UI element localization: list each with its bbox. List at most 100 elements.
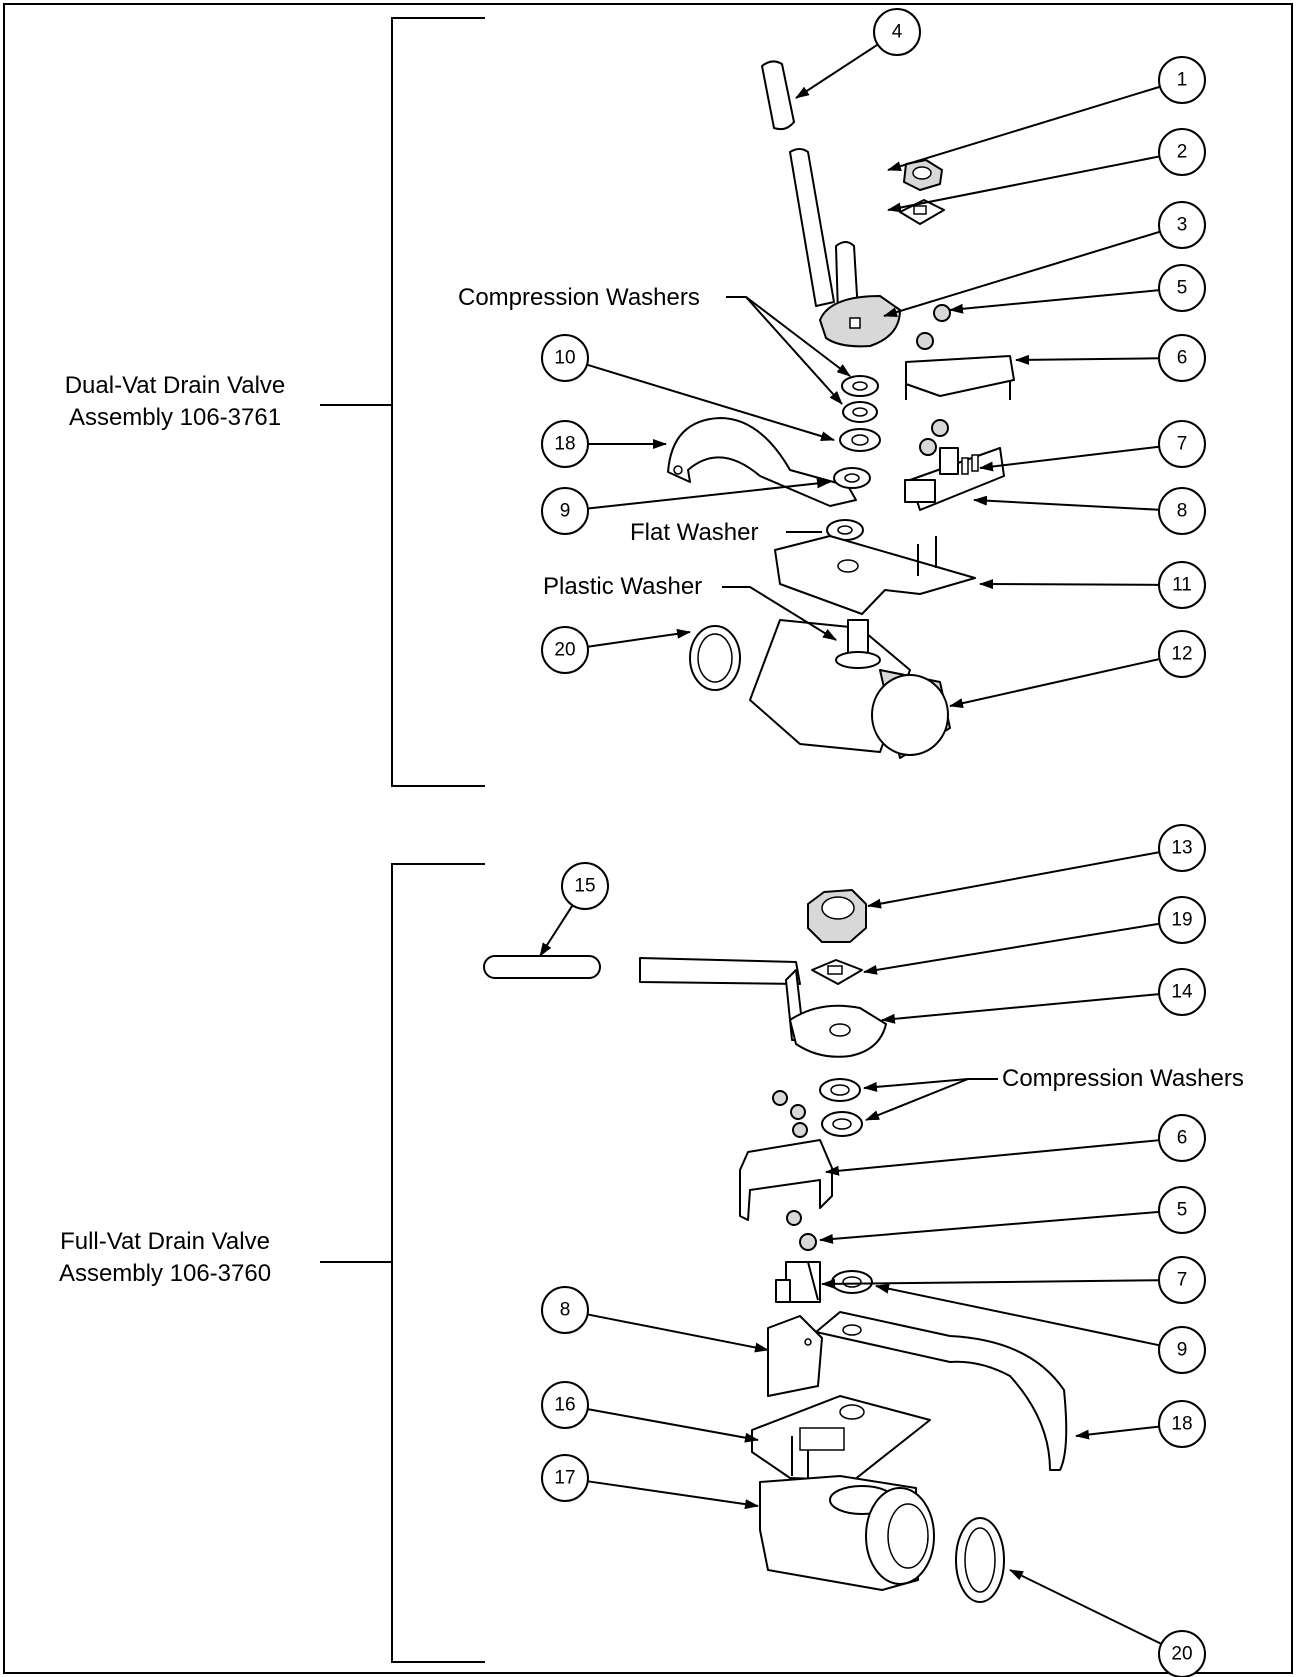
callout-4: 4 (795, 8, 921, 99)
callout-circle (1158, 1630, 1206, 1677)
part-nut-lower (807, 889, 867, 943)
label-plastic-washer-upper: Plastic Washer (543, 573, 702, 600)
callout-number: 8 (1177, 501, 1188, 522)
callout-leader-line (1009, 1569, 1162, 1645)
part-switch-cover-upper (905, 355, 1015, 400)
part-nut-upper (903, 159, 943, 191)
callout-leader-line (973, 495, 1160, 511)
part-compression-washers-upper (839, 375, 881, 452)
part-switch-cover-lower (739, 1139, 833, 1221)
callout-circle (1158, 1114, 1206, 1162)
callout-circle (1158, 1256, 1206, 1304)
part-handle-upper (789, 148, 859, 315)
callout-leader-line (979, 445, 1160, 472)
part-gasket-lower (955, 1517, 1005, 1603)
callout-number: 10 (554, 348, 575, 369)
callout-circle (873, 8, 921, 56)
callout-leader-line (587, 1408, 759, 1443)
callout-number: 8 (560, 1300, 571, 1321)
callout-11: 11 (979, 561, 1206, 609)
callout-18: 18 (541, 420, 667, 468)
callout-number: 6 (1177, 1128, 1188, 1149)
label-flat-washer-upper: Flat Washer (630, 519, 758, 546)
callout-circle (541, 1286, 589, 1334)
callout-leader-line (883, 230, 1161, 317)
part-valve-body-upper (749, 619, 951, 759)
callout-circle (541, 420, 589, 468)
part-spring-arm-upper (667, 417, 857, 507)
callout-1: 1 (887, 56, 1206, 171)
callout-13: 13 (867, 824, 1206, 909)
callout-2: 2 (887, 128, 1206, 213)
page-border (3, 3, 1293, 1674)
callout-20: 20 (541, 626, 691, 674)
part-flat-washer-upper (826, 519, 864, 541)
callout-circle (1158, 824, 1206, 872)
callout-leader-line (1015, 354, 1160, 365)
part-switch-plate-lower (767, 1315, 823, 1397)
part-small-nuts-lower (772, 1090, 817, 1251)
callout-6: 6 (1015, 334, 1206, 382)
assembly-label-dual-vat-line2: Assembly 106-3761 (69, 404, 281, 431)
callout-19: 19 (863, 896, 1206, 975)
callout-5: 5 (819, 1186, 1206, 1244)
part-spring-arm-lower (815, 1311, 1068, 1471)
callout-number: 4 (892, 22, 903, 43)
callout-circle (1158, 1400, 1206, 1448)
part-washer-9-lower (831, 1270, 873, 1294)
part-mounting-bracket-lower (751, 1395, 931, 1490)
callout-number: 11 (1172, 575, 1192, 596)
callout-number: 1 (1177, 70, 1188, 91)
callout-circle (1158, 264, 1206, 312)
callout-circle (1158, 420, 1206, 468)
callout-leader-line (586, 363, 835, 441)
part-handle-lower (483, 955, 805, 1041)
callout-circle (1158, 561, 1206, 609)
callout-leader-line (587, 478, 831, 510)
callout-circle (1158, 630, 1206, 678)
part-mounting-bracket-upper (774, 535, 976, 615)
assembly-label-full-vat-line2: Assembly 106-3760 (59, 1260, 271, 1287)
callout-number: 17 (554, 1468, 575, 1489)
assembly-bracket-full-vat (320, 863, 485, 1663)
callout-leader-line (887, 155, 1160, 213)
callout-circle (541, 626, 589, 674)
callout-circle (1158, 56, 1206, 104)
callout-circle (561, 862, 609, 910)
callout-leader-line (587, 1480, 759, 1510)
callout-leader-line (979, 579, 1160, 590)
callout-leader-line (875, 1283, 1160, 1347)
callout-circle (1158, 968, 1206, 1016)
callout-leader-line (587, 628, 691, 648)
part-microswitch-lower (775, 1261, 821, 1303)
callout-12: 12 (949, 630, 1206, 709)
callout-circle (541, 487, 589, 535)
part-cam-plate-lower (789, 1004, 887, 1058)
callout-5: 5 (949, 264, 1206, 314)
callout-7: 7 (821, 1256, 1206, 1304)
callout-leader-line (587, 1313, 769, 1353)
callout-10: 10 (541, 334, 835, 441)
callout-18: 18 (1075, 1400, 1206, 1448)
callout-circle (1158, 1186, 1206, 1234)
callout-number: 18 (1171, 1414, 1192, 1435)
callout-number: 16 (554, 1395, 575, 1416)
assembly-label-dual-vat-line1: Dual-Vat Drain Valve (65, 372, 286, 399)
callout-number: 9 (560, 501, 571, 522)
callout-circle (1158, 1326, 1206, 1374)
callout-number: 20 (554, 640, 575, 661)
callout-15: 15 (539, 862, 609, 957)
callout-number: 6 (1177, 348, 1188, 369)
callout-circle (1158, 334, 1206, 382)
part-compression-washers-lower (819, 1078, 863, 1137)
callout-circle (1158, 128, 1206, 176)
assembly-bracket-dual-vat (320, 17, 485, 787)
callout-20: 20 (1009, 1569, 1206, 1677)
callout-circle (541, 334, 589, 382)
callout-circle (541, 1381, 589, 1429)
callout-leader-line (949, 658, 1160, 709)
callout-leader-line (887, 85, 1161, 171)
assembly-label-full-vat-line1: Full-Vat Drain Valve (60, 1228, 270, 1255)
